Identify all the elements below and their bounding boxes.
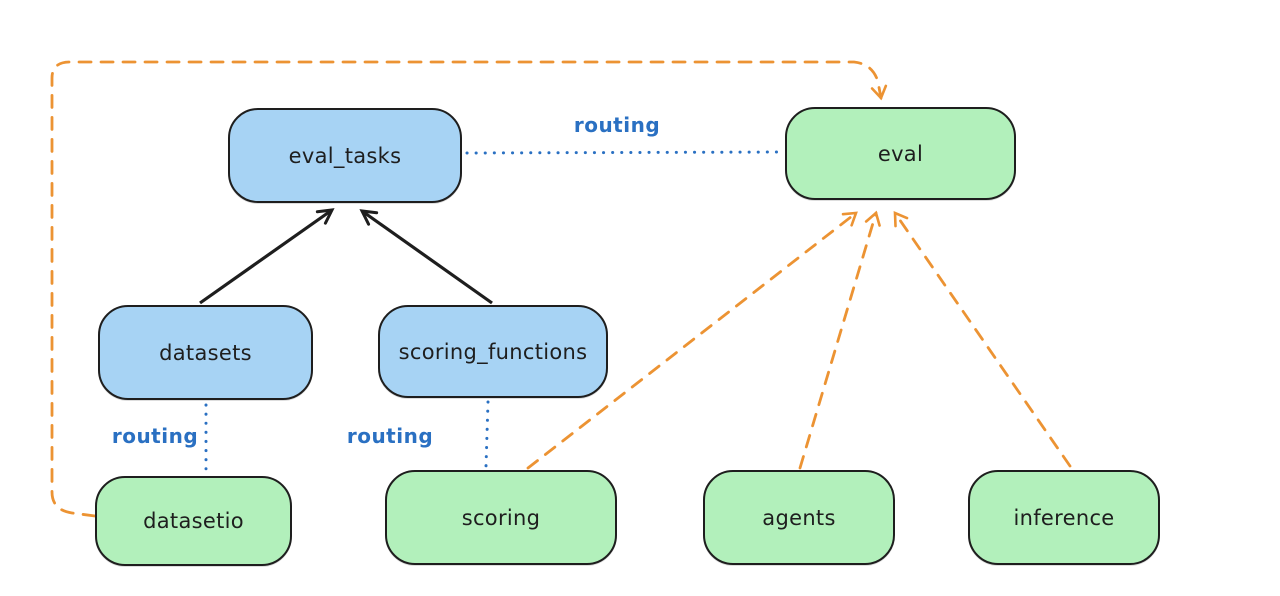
node-scoring: scoring	[385, 470, 617, 565]
edge-eval-tasks-to-eval-routing	[465, 150, 784, 155]
edge-scoring-functions-to-eval-tasks	[359, 209, 493, 305]
edge-scoring-functions-to-scoring-routing	[484, 400, 490, 468]
node-inference: inference	[968, 470, 1160, 565]
node-datasets: datasets	[98, 305, 313, 400]
node-scoring-label: scoring	[461, 505, 541, 530]
node-eval: eval	[785, 107, 1016, 200]
node-eval-tasks-label: eval_tasks	[288, 143, 402, 168]
node-scoring-functions: scoring_functions	[378, 305, 608, 398]
node-datasets-label: datasets	[159, 340, 252, 365]
node-datasetio: datasetio	[95, 476, 292, 566]
edge-inference-to-eval	[893, 211, 1072, 468]
node-agents-label: agents	[762, 505, 836, 530]
node-eval-label: eval	[877, 141, 924, 166]
node-agents: agents	[703, 470, 895, 565]
node-scoring-functions-label: scoring_functions	[398, 339, 588, 364]
edge-agents-to-eval	[798, 210, 881, 470]
routing-label-eval-tasks-eval: routing	[573, 113, 661, 137]
node-inference-label: inference	[1013, 505, 1115, 530]
edge-scoring-to-eval	[526, 211, 858, 470]
node-eval-tasks: eval_tasks	[228, 108, 462, 203]
edge-datasetio-to-eval	[50, 60, 888, 518]
routing-label-datasets-datasetio: routing	[111, 424, 199, 448]
node-datasetio-label: datasetio	[143, 509, 244, 533]
routing-label-scoring-functions-scoring: routing	[346, 424, 434, 448]
edge-datasets-to-eval-tasks	[199, 208, 335, 305]
